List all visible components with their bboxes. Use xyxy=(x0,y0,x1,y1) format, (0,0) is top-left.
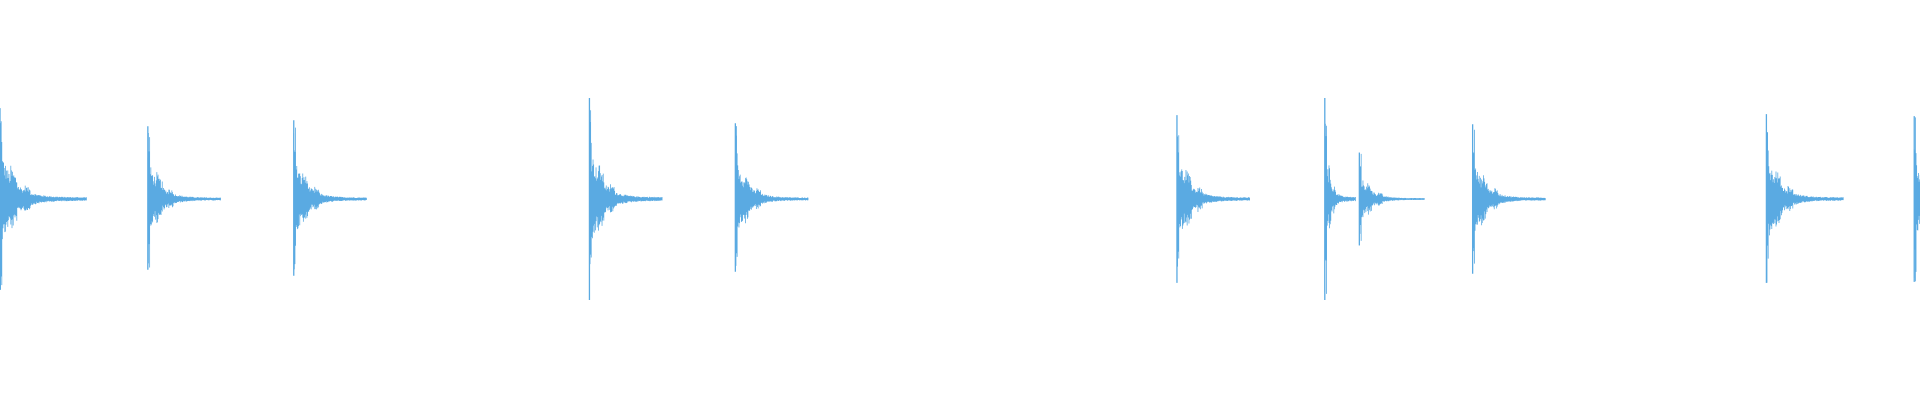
waveform-hit xyxy=(588,98,663,300)
waveform-hit xyxy=(734,123,809,272)
waveform-hit xyxy=(293,120,367,276)
waveform-hit xyxy=(1176,115,1250,283)
waveform-hit xyxy=(1358,152,1425,246)
waveform-hit xyxy=(0,108,87,290)
waveform-hit xyxy=(1913,116,1920,282)
waveform-hit xyxy=(147,126,221,270)
waveform-hits xyxy=(0,98,1920,300)
waveform-hit xyxy=(1471,124,1546,274)
waveform-hit xyxy=(1324,98,1356,300)
waveform-hit xyxy=(1765,114,1844,283)
